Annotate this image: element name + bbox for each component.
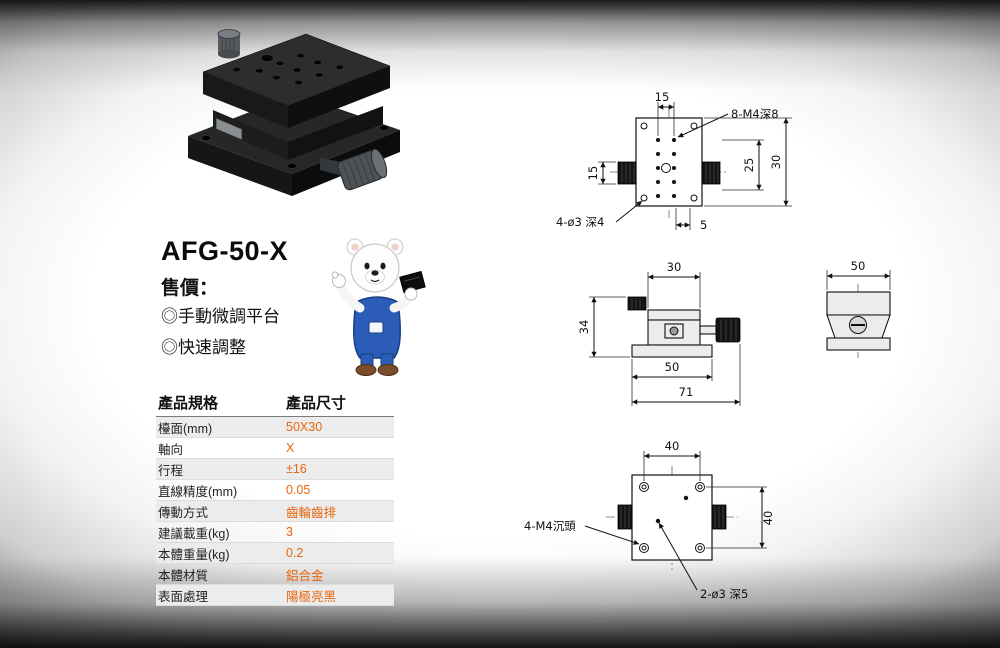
drawing-front-view: 30 34 50 71 [577, 260, 741, 406]
front-view-shaft [699, 325, 717, 335]
spec-label: 直線精度(mm) [158, 484, 238, 499]
mascot-shoe [377, 364, 399, 376]
table-row: 行程 ±16 [156, 459, 394, 480]
photo-stage-body [213, 106, 383, 160]
dim-label: 25 [742, 158, 756, 173]
dim-label: 15 [586, 166, 600, 181]
mascot-paw [404, 287, 418, 301]
dim-label: 50 [665, 360, 680, 374]
callout-label: 2-ø3 深5 [700, 587, 748, 601]
spec-value: 0.2 [286, 546, 304, 560]
drawing-end-view: 50 [826, 259, 891, 358]
top-view-corner-holes [640, 122, 698, 202]
top-view-tapped-holes [656, 138, 676, 198]
front-view-top-plate [647, 309, 701, 321]
spec-label: 傳動方式 [158, 505, 209, 520]
spec-label: 本體重量(kg) [158, 547, 230, 562]
dim-label: 71 [679, 385, 694, 399]
table-row: 檯面(mm) 50X30 [156, 417, 394, 438]
spec-label: 行程 [158, 463, 184, 478]
spec-label: 本體材質 [158, 568, 209, 583]
dim-label: 5 [700, 218, 707, 232]
spec-value: 50X30 [286, 420, 323, 434]
table-row: 傳動方式 齒輪齒排 [156, 501, 394, 522]
mascot-illustration [331, 238, 426, 376]
photo-top-plate [202, 33, 391, 128]
spec-value: 3 [286, 525, 293, 539]
side-screw [617, 161, 637, 185]
side-screw [701, 161, 721, 185]
spec-header-col2: 產品尺寸 [286, 394, 347, 412]
spec-header-col1: 產品規格 [158, 394, 219, 412]
mascot-arm [335, 279, 365, 313]
spec-table-header: 產品規格 產品尺寸 [156, 388, 394, 417]
drawing-top-view: 15 8-M4深8 15 25 30 5 4-ø3 深4 [556, 90, 792, 232]
mascot-chest-logo [368, 321, 384, 334]
mascot-shoe [355, 364, 377, 376]
callout-label: 8-M4深8 [731, 107, 779, 121]
mascot-muzzle [365, 269, 385, 285]
front-view-lock-screw [627, 296, 647, 311]
spec-value: ±16 [286, 462, 307, 476]
table-row: 建議載重(kg) 3 [156, 522, 394, 543]
spec-value: 鋁合金 [286, 568, 324, 583]
dim-label: 50 [851, 259, 866, 273]
dim-label: 40 [761, 511, 775, 526]
dim-label: 30 [769, 155, 783, 170]
pin-hole [655, 518, 661, 524]
feature-item: ◎快速調整 [161, 338, 246, 357]
photo-lock-knob [217, 29, 241, 59]
dim-label: 40 [665, 439, 680, 453]
top-view-body [635, 117, 703, 207]
table-row: 本體重量(kg) 0.2 [156, 543, 394, 564]
front-view-gear [669, 326, 679, 336]
callout-label: 4-ø3 深4 [556, 215, 604, 229]
table-row: 表面處理 陽極亮黑 [156, 585, 394, 606]
mascot-eye [380, 262, 386, 270]
pin-hole [683, 495, 689, 501]
feature-item: ◎手動微調平台 [161, 307, 280, 326]
product-photo [188, 29, 400, 196]
spec-label: 軸向 [158, 442, 184, 457]
product-title: AFG-50-X [161, 236, 289, 266]
end-view-top [826, 291, 891, 316]
front-view-base [631, 344, 713, 358]
table-row: 軸向 X [156, 438, 394, 459]
mascot-nose [371, 270, 379, 276]
mascot-head [350, 243, 400, 293]
spec-value: 齒輪齒排 [286, 505, 337, 520]
callout-label: 4-M4沉頭 [524, 519, 576, 533]
price-label: 售價： [161, 278, 219, 299]
side-screw [711, 504, 727, 530]
photo-adjust-knob [320, 148, 388, 191]
drawing-bottom-view: 40 40 4-M4沉頭 2-ø3 深5 [524, 439, 775, 601]
dim-label: 34 [577, 320, 591, 335]
spec-label: 檯面(mm) [158, 421, 213, 436]
spec-label: 表面處理 [158, 589, 209, 604]
photo-mounting-holes [232, 52, 345, 86]
dim-label: 30 [667, 260, 682, 274]
table-row: 直線精度(mm) 0.05 [156, 480, 394, 501]
spec-label: 建議載重(kg) [158, 526, 230, 541]
photo-lock-tab [215, 117, 243, 141]
spec-value: 陽極亮黑 [286, 589, 337, 604]
end-view-base [826, 337, 891, 351]
spec-table: 產品規格 產品尺寸 檯面(mm) 50X30 軸向 X 行程 ±16 直線精度(… [156, 388, 394, 606]
dim-label: 15 [655, 90, 670, 104]
side-screw [617, 504, 633, 530]
spec-value: X [286, 441, 295, 455]
mascot-eye [364, 262, 370, 270]
bottom-view-counterbore-holes [639, 482, 705, 553]
spec-value: 0.05 [286, 483, 311, 497]
table-row: 本體材質 鋁合金 [156, 564, 394, 585]
front-view-knob [715, 317, 741, 343]
